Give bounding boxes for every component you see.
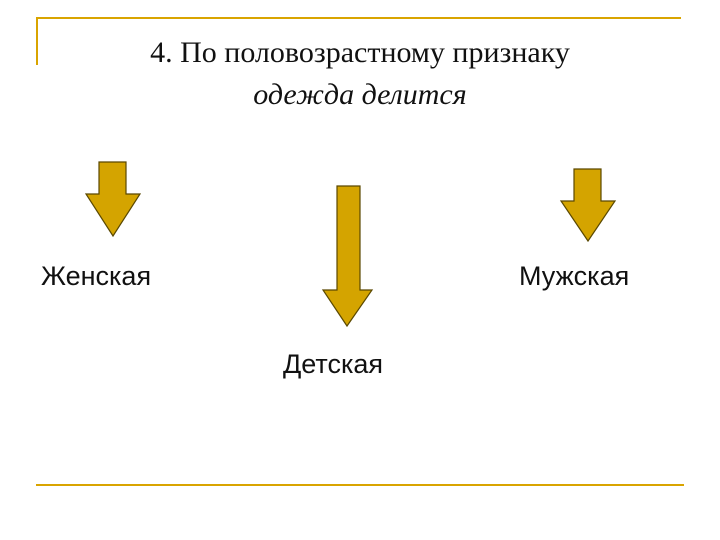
arrow-down-icon-male — [559, 168, 617, 243]
left-rule — [36, 17, 38, 65]
category-male: Мужская — [519, 261, 630, 291]
top-rule — [36, 17, 681, 19]
arrow-down-icon-child — [321, 185, 374, 328]
title-line-1: 4. По половозрастному признаку — [150, 36, 570, 69]
arrow-down-icon-female — [84, 161, 142, 238]
slide-title: 4. По половозрастному признаку одежда де… — [40, 32, 680, 116]
category-female: Женская — [41, 261, 152, 291]
category-child: Детская — [283, 349, 384, 379]
title-line-2: одежда делится — [253, 78, 467, 111]
bottom-rule — [36, 484, 684, 486]
